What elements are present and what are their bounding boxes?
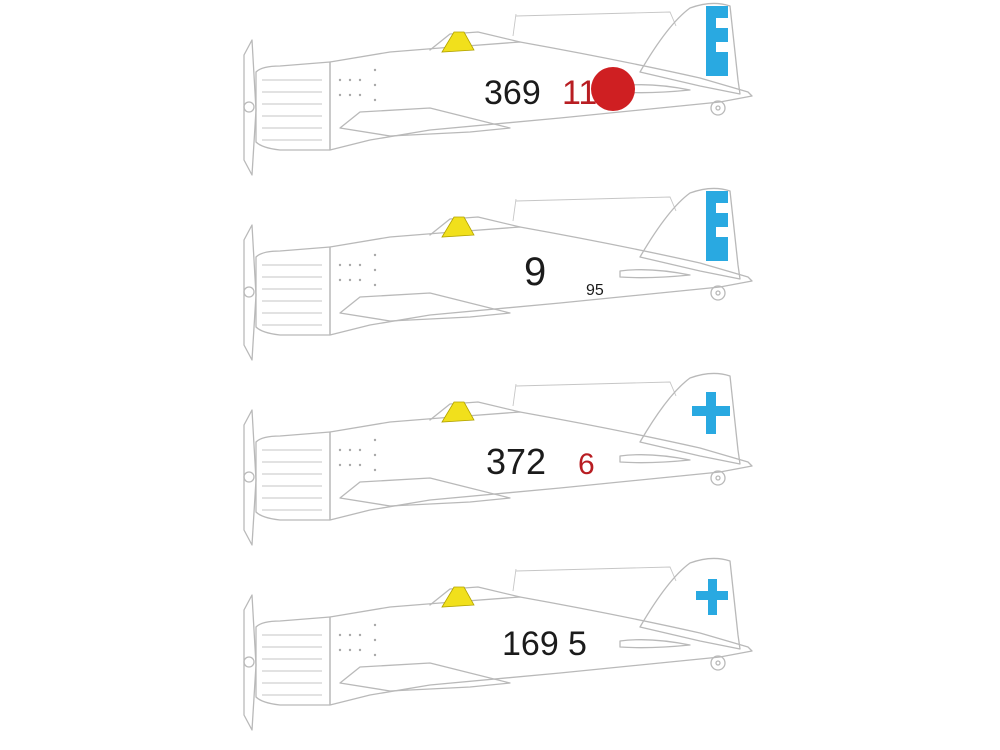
fuselage-code: 372 bbox=[486, 441, 546, 482]
tail-cross-blue bbox=[692, 392, 730, 434]
plane-profile-369: 369 11 bbox=[243, 2, 753, 176]
airframe bbox=[243, 372, 753, 546]
plane-profile-372: 372 6 bbox=[243, 372, 753, 546]
fuselage-number: 95 bbox=[586, 282, 604, 299]
tail-cross-blue bbox=[706, 191, 728, 261]
fuselage-code: 369 bbox=[484, 74, 541, 112]
roundel-red bbox=[591, 67, 635, 111]
fuselage-code: 9 bbox=[524, 250, 546, 294]
airframe bbox=[243, 2, 753, 176]
airframe bbox=[243, 557, 753, 731]
fuselage-code: 169 bbox=[502, 625, 559, 663]
fuselage-number: 11 bbox=[562, 74, 597, 112]
tail-cross-blue bbox=[706, 6, 728, 76]
plane-profile-9: 9 95 bbox=[243, 187, 753, 361]
tail-cross-blue bbox=[696, 579, 728, 615]
plane-profile-169: 169 5 bbox=[243, 557, 753, 731]
airframe bbox=[243, 187, 753, 361]
fuselage-number: 5 bbox=[568, 625, 587, 663]
fuselage-number: 6 bbox=[578, 448, 595, 481]
